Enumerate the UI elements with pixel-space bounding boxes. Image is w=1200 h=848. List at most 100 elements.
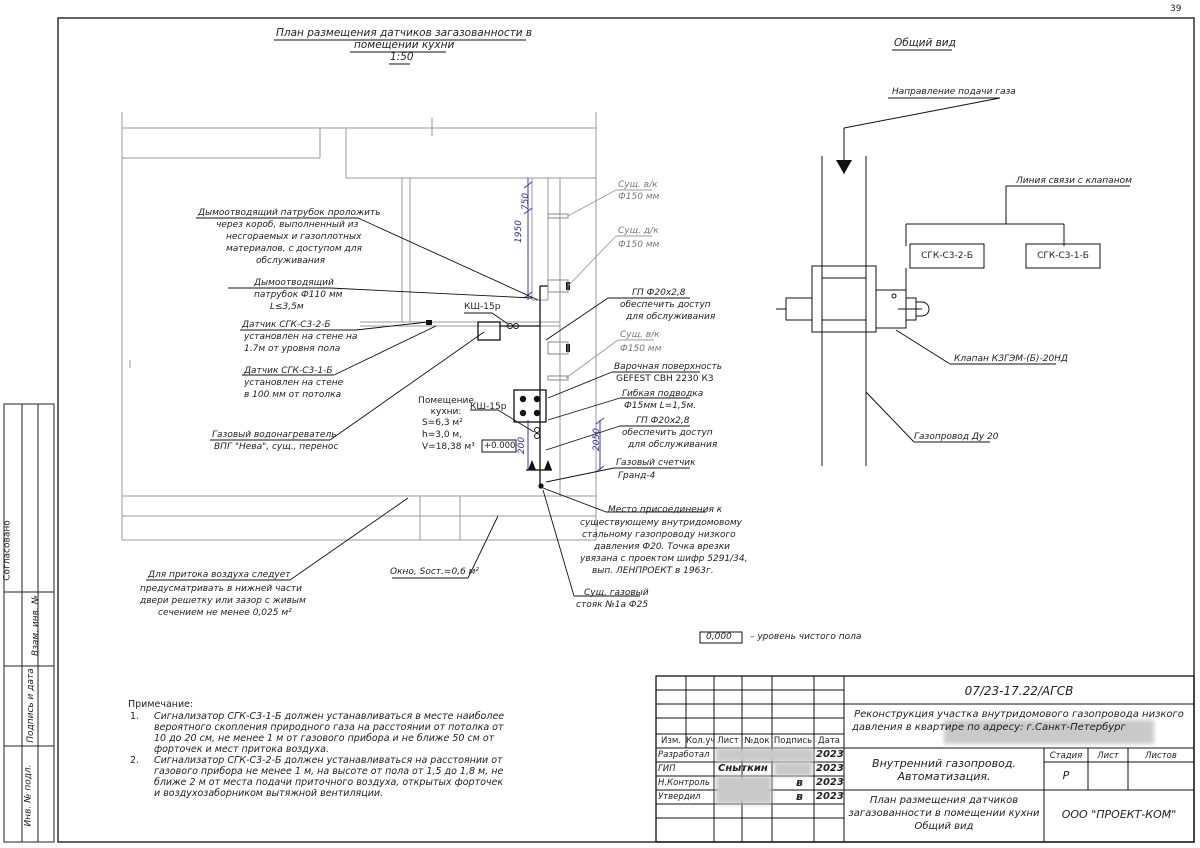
- tb-company: ООО "ПРОЕКТ-КОМ": [1061, 808, 1177, 821]
- callout-connection-3: стальному газопроводу низкого: [582, 530, 736, 540]
- stamp-signature: Подпись и дата: [25, 668, 36, 743]
- plan-title-1: План размещения датчиков загазованности …: [276, 27, 533, 39]
- callout-air-4: сечением не менее 0,025 м²: [158, 608, 292, 618]
- tb-sheets-header: Листов: [1145, 751, 1177, 761]
- callout-vk2-2: Ф150 мм: [620, 344, 662, 354]
- plan-scale: 1:50: [390, 51, 414, 63]
- redacted-address: [944, 720, 1154, 744]
- tb-drawing-1: План размещения датчиков: [869, 795, 1019, 806]
- stamp-replace: Взам. инв. №: [31, 594, 42, 657]
- callout-connection-5: увязана с проектом шифр 5291/34,: [580, 554, 748, 564]
- stamp-inventory: Инв. № подл.: [23, 764, 34, 827]
- tb-date-1: 2023: [816, 749, 844, 760]
- callout-smoke-pipe-2: патрубок Ф110 мм: [254, 290, 343, 300]
- callout-dk-2: Ф150 мм: [618, 240, 660, 250]
- tb-stage-header: Стадия: [1049, 751, 1083, 761]
- tb-h-list: Лист: [717, 736, 739, 746]
- level-mark: +0.000: [484, 441, 516, 451]
- note-1-line-4: форточек и мест притока воздуха.: [154, 744, 329, 755]
- callout-meter-2: Гранд-4: [618, 471, 656, 481]
- callout-connection-4: давления Ф20. Точка врезки: [594, 542, 731, 552]
- gv-sensor2: СГК-С3-2-Б: [921, 251, 973, 261]
- window-label: Окно, Sост.=0,6 м²: [390, 567, 480, 577]
- callout-gp1-2: обеспечить доступ: [620, 300, 711, 310]
- tb-drawing-2: загазованности в помещении кухни: [848, 808, 1040, 819]
- general-view-title: Общий вид: [894, 37, 956, 49]
- redacted-name-2: [716, 776, 772, 804]
- redacted-name-1: [716, 748, 814, 762]
- tb-sig-3: в: [796, 776, 803, 789]
- callout-vk1-2: Ф150 мм: [618, 192, 660, 202]
- dim-2050: 2050: [591, 428, 602, 451]
- callout-smoke-pipe-1: Дымоотводящий: [254, 278, 334, 288]
- callout-air-2: предусматривать в нижней части: [140, 584, 302, 594]
- callout-chimney-2: через короб, выполненный из: [216, 220, 359, 230]
- tb-drawing-3: Общий вид: [914, 821, 974, 832]
- callout-hose-2: Ф15мм L=1,5м.: [624, 401, 697, 411]
- dim-750: 750: [521, 192, 532, 211]
- tb-section-1: Внутренний газопровод.: [872, 757, 1016, 770]
- note-2-num: 2.: [130, 755, 140, 766]
- ksh-valve-1: КШ-15р: [464, 302, 501, 312]
- callout-riser-2: стояк №1а Ф25: [576, 600, 649, 610]
- callout-meter-1: Газовый счетчик: [616, 458, 696, 468]
- room-volume: V=18,38 м³: [422, 442, 475, 452]
- tb-section-2: Автоматизация.: [897, 770, 991, 783]
- ksh-valve-2: КШ-15р: [470, 402, 507, 412]
- note-1-line-3: 10 до 20 см, не менее 1 м от газового пр…: [154, 733, 495, 744]
- note-2-line-4: и воздухозаборником вытяжной вентиляции.: [154, 788, 384, 799]
- note-2-line-2: газового прибора не менее 1 м, на высоте…: [154, 766, 504, 777]
- tb-h-date: Дата: [817, 736, 840, 746]
- callout-chimney-3: несгораемых и газоплотных: [226, 232, 362, 242]
- callout-connection-6: вып. ЛЕНПРОЕКТ в 1963г.: [592, 566, 714, 576]
- callout-sensor2-2: установлен на стене на: [244, 332, 358, 342]
- tb-h-izm: Изм.: [661, 736, 681, 746]
- dim-1950: 1950: [513, 220, 524, 243]
- callout-vk2-1: Сущ. в/к: [620, 330, 660, 340]
- callout-chimney-5: обслуживания: [256, 256, 326, 266]
- callout-gp2-1: ГП Ф20х2,8: [636, 416, 690, 426]
- floor-level-text: – уровень чистого пола: [750, 632, 862, 642]
- tb-project-2: давления в квартире по адресу: г.Санкт-П…: [852, 722, 1126, 733]
- note-1-line-2: вероятного скопления природного газа на …: [154, 722, 504, 733]
- gv-gas-direction: Направление подачи газа: [892, 87, 1016, 97]
- gv-comm-line: Линия связи с клапаном: [1016, 176, 1132, 186]
- tb-role-4: Утвердил: [658, 792, 701, 802]
- callout-smoke-pipe-3: L≤3,5м: [270, 302, 304, 312]
- stamp-approved: Согласовано: [2, 520, 13, 581]
- tb-sheet-header: Лист: [1097, 751, 1119, 761]
- callout-gp2-3: для обслуживания: [628, 440, 718, 450]
- tb-stage-value: Р: [1062, 769, 1070, 782]
- tb-h-doc: №док: [744, 736, 770, 746]
- callout-cooktop-2: GEFEST СВН 2230 К3: [616, 374, 714, 384]
- tb-code: 07/23-17.22/АГСВ: [964, 684, 1074, 698]
- callout-sensor2-3: 1.7м от уровня пола: [244, 344, 341, 354]
- plan-title-2: помещении кухни: [354, 39, 455, 51]
- note-2-line-3: ближе 2 м от места подачи приточного воз…: [154, 777, 504, 788]
- tb-sig-4: в: [796, 790, 803, 803]
- tb-date-2: 2023: [816, 763, 844, 774]
- callout-gp1-3: для обслуживания: [626, 312, 716, 322]
- tb-date-3: 2023: [816, 777, 844, 788]
- tb-role-3: Н.Контроль: [658, 778, 710, 788]
- tb-h-kol: Кол.уч: [686, 736, 716, 746]
- callout-air-1: Для притока воздуха следует: [148, 570, 291, 580]
- callout-heater-2: ВПГ "Нева", сущ., перенос: [214, 442, 339, 452]
- room-height: h=3,0 м,: [422, 430, 463, 440]
- tb-date-4: 2023: [816, 791, 844, 802]
- callout-vk1-1: Сущ. в/к: [618, 180, 658, 190]
- callout-sensor1-1: Датчик СГК-С3-1-Б: [244, 366, 333, 376]
- notes-heading: Примечание:: [128, 699, 194, 710]
- callout-gp2-2: обеспечить доступ: [622, 428, 713, 438]
- tb-name-2: Сныткин: [718, 763, 768, 774]
- room-label-1: Помещение: [418, 396, 474, 406]
- tb-role-2: ГИП: [658, 764, 676, 774]
- redacted-name-3: [774, 762, 812, 776]
- callout-gp1-1: ГП Ф20х2,8: [632, 288, 686, 298]
- tb-project-1: Реконструкция участка внутридомового газ…: [854, 709, 1184, 720]
- room-label-2: кухни:: [430, 407, 462, 417]
- note-1-num: 1.: [130, 711, 140, 722]
- callout-riser-1: Сущ. газовый: [584, 588, 649, 598]
- note-1-line-1: Сигнализатор СГК-С3-1-Б должен устанавли…: [154, 711, 505, 722]
- callout-chimney-4: материалов, с доступом для: [226, 244, 362, 254]
